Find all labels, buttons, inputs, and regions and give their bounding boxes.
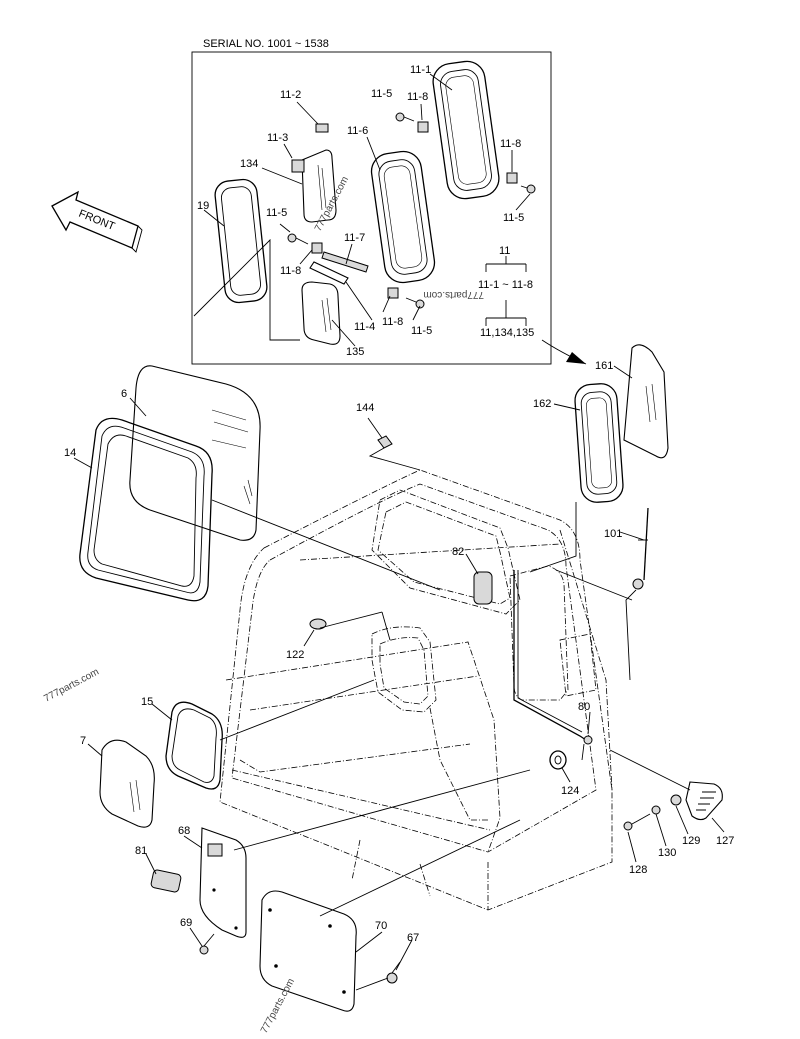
front-label: FRONT [77,208,117,233]
callout-14: 14 [64,447,76,459]
callout-11-8-d: 11-8 [382,316,403,328]
window-11-6 [370,150,436,284]
inset-hardware [287,112,536,309]
callout-129: 129 [682,835,700,847]
antenna-101 [625,507,649,681]
callout-134: 134 [240,158,258,170]
callout-82: 82 [452,546,464,558]
callout-130: 130 [658,847,676,859]
front-arrow: FRONT [51,190,143,253]
washer-124 [549,750,567,770]
callout-11-8-a: 11-8 [407,91,428,103]
pad-82 [473,571,493,605]
legend-bottom: 11,134,135 [480,327,534,339]
legend-top: 11 [499,245,510,257]
panel-134 [301,149,337,223]
callout-67: 67 [407,932,419,944]
inset-detail: SERIAL NO. 1001 ~ 1538 [191,38,552,365]
window-seal-162 [574,383,624,503]
inset-leaders [193,73,531,347]
seal-bar-11-7 [321,251,369,273]
seal-bar-11-4 [309,261,349,285]
callout-11-4: 11-4 [354,321,375,333]
plate-68 [199,827,247,938]
washer-130 [651,805,661,815]
callout-81: 81 [135,845,147,857]
callout-11-8-b: 11-8 [500,138,521,150]
main-leaders [73,365,725,971]
handle-127 [685,781,723,821]
pad-81 [150,869,182,893]
callout-135: 135 [346,346,364,358]
callout-162: 162 [533,398,551,410]
window-seal-15 [165,701,223,790]
callout-69: 69 [180,917,192,929]
window-seal-14 [79,417,213,602]
callout-144: 144 [356,402,374,414]
callout-19: 19 [197,200,209,212]
bolt-128 [623,813,651,831]
callout-128: 128 [629,864,647,876]
window-glass-7 [99,739,155,828]
watermark-3: 777parts.com [42,666,101,704]
panel-135 [301,281,341,345]
callout-11-5-b: 11-5 [503,212,524,224]
callout-6: 6 [121,388,127,400]
cover-70 [259,890,357,1012]
latch-80 [581,735,593,761]
callout-11-7: 11-7 [344,232,365,244]
callout-11-5-c: 11-5 [266,207,287,219]
callout-11-8-c: 11-8 [280,265,301,277]
inset-legend: 11 11-1 ~ 11-8 11,134,135 [478,245,534,339]
callout-80: 80 [578,701,590,713]
bolt-69 [199,945,209,955]
cable-80 [513,570,587,741]
callout-11-3: 11-3 [267,132,288,144]
watermark-2: 777parts.com [423,289,484,300]
callout-11-1: 11-1 [410,64,431,76]
callout-11-5-a: 11-5 [371,88,392,100]
callout-11-2: 11-2 [280,89,301,101]
leader-14 [211,499,441,591]
window-11-1 [432,60,500,200]
washer-129 [670,794,682,806]
callout-11-5-d: 11-5 [411,325,432,337]
window-19 [214,178,268,304]
callout-122: 122 [286,649,304,661]
screw-67 [386,961,401,984]
cab-body [219,469,613,911]
callout-15: 15 [141,696,153,708]
callout-70: 70 [375,920,387,932]
inset-title: SERIAL NO. 1001 ~ 1538 [203,38,329,50]
callout-11-6: 11-6 [347,125,368,137]
callout-68: 68 [178,825,190,837]
legend-middle: 11-1 ~ 11-8 [478,279,533,291]
callout-124: 124 [561,785,579,797]
window-glass-161 [623,344,669,459]
callout-161: 161 [595,360,613,372]
callout-127: 127 [716,835,734,847]
callout-101: 101 [604,528,622,540]
grommet-122 [309,618,327,630]
callout-7: 7 [80,735,86,747]
leader-162 [529,502,577,573]
clip-144 [377,435,393,449]
